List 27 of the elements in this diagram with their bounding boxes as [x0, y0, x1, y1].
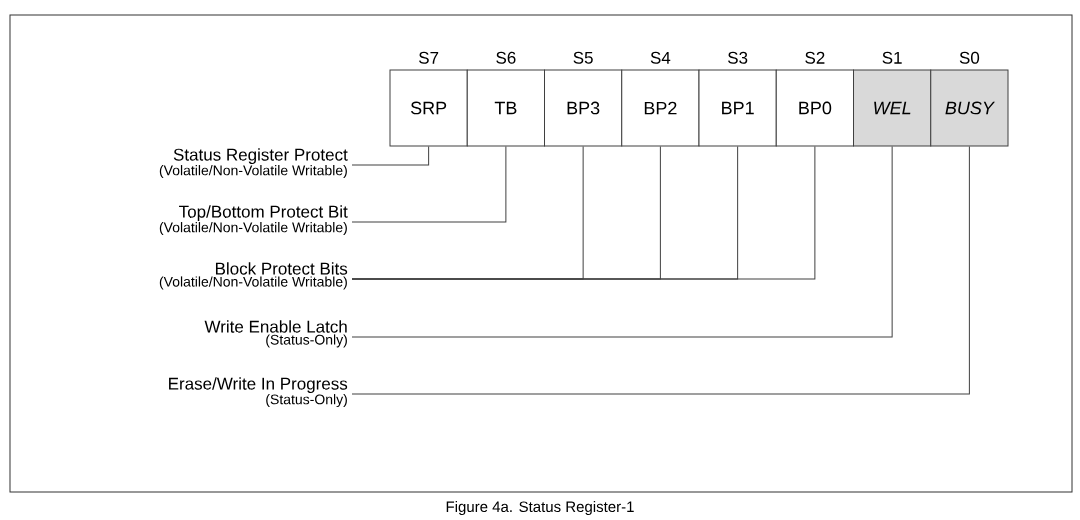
bit-number: S5: [573, 51, 593, 64]
register-bit-cell: BP0: [775, 69, 854, 147]
bit-description: Top/Bottom Protect Bit (Volatile/Non-Volatile Writable): [159, 205, 348, 236]
register-bit-cell: TB: [466, 69, 545, 147]
leader-line: [351, 146, 970, 395]
bit-number: S6: [496, 51, 516, 64]
register-bit-cell: BP2: [621, 69, 700, 147]
bit-description: Write Enable Latch (Status-Only): [204, 320, 347, 348]
figure-caption: Figure 4a. Status Register-1: [446, 501, 634, 515]
register-bit-cell: BP3: [544, 69, 623, 147]
bit-number: S1: [882, 51, 902, 64]
leader-line: [351, 146, 893, 338]
register-bit-cell: WEL: [853, 69, 932, 147]
bit-description: Status Register Protect (Volatile/Non-Volatile Writable): [159, 148, 348, 179]
bit-number: S7: [419, 51, 439, 64]
register-bit-cell: BP1: [698, 69, 777, 147]
bit-description: Erase/Write In Progress (Status-Only): [169, 377, 348, 408]
register-bit-cell: BUSY: [930, 69, 1009, 147]
leader-line: [351, 146, 430, 166]
register-bit-cell: SRP: [389, 69, 468, 147]
bit-number: S4: [650, 51, 671, 64]
bit-number: S3: [728, 51, 748, 64]
bit-number: S2: [805, 51, 825, 64]
bit-number: S0: [959, 51, 980, 64]
leader-line: [351, 146, 507, 223]
bit-description: Block Protect Bits (Volatile/Non-Volatile Writable): [159, 262, 348, 290]
leader-line: [351, 146, 816, 280]
